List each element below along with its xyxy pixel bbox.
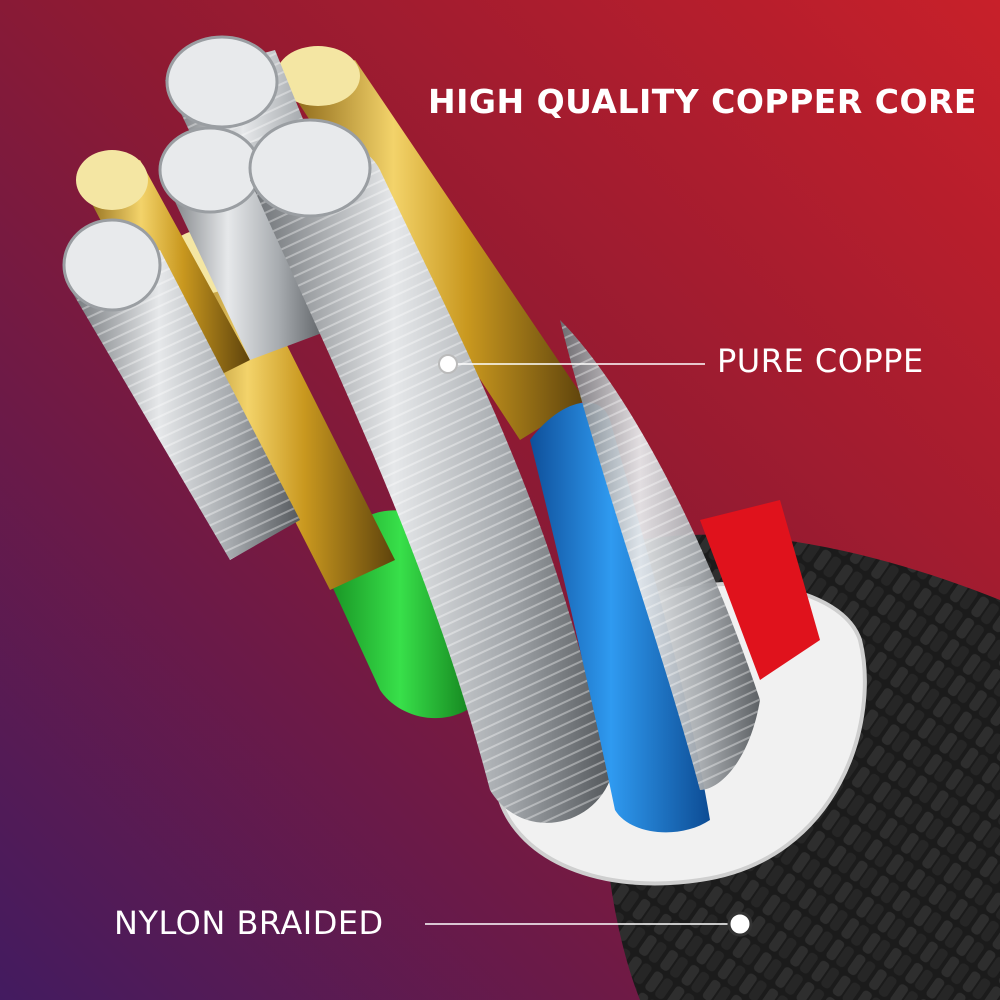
headline: HIGH QUALITY COPPER CORE (428, 82, 977, 121)
silver-wire-main-tip (248, 118, 372, 218)
silver-wire-left-tip (62, 218, 162, 312)
blue-wire (530, 402, 710, 833)
pure-copper-label: PURE COPPE (717, 342, 924, 380)
pure-copper-callout-dot (438, 354, 458, 374)
silver-wire-top-tip (165, 35, 279, 129)
red-wire (700, 500, 820, 680)
gold-wire-right-tip (276, 46, 360, 106)
gold-wire-back-tip (76, 150, 148, 210)
silver-wire-mid-tip (158, 126, 262, 214)
nylon-braided-callout-dot (727, 911, 753, 937)
nylon-braided-label: NYLON BRAIDED (114, 904, 384, 942)
